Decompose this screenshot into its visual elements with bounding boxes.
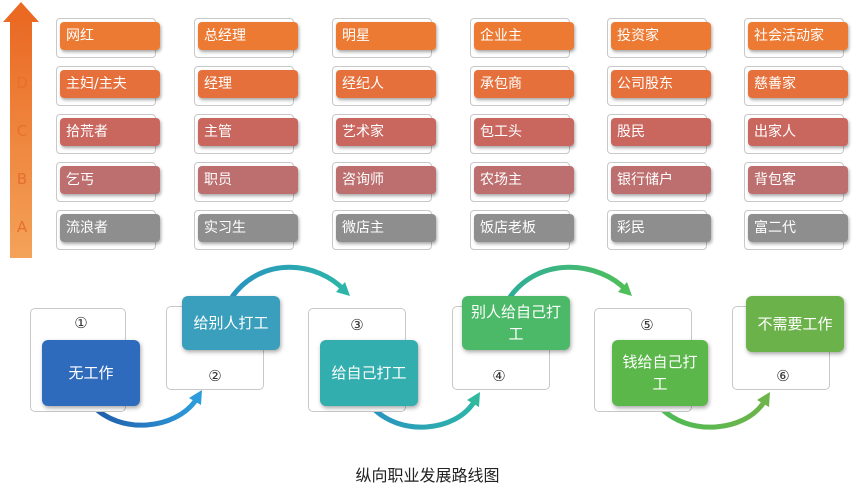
career-cell: 银行储户 bbox=[611, 166, 711, 194]
career-cell: 艺术家 bbox=[336, 118, 436, 146]
career-cell: 投资家 bbox=[611, 22, 711, 50]
flow-arc-5 bbox=[658, 400, 767, 430]
step-number: ① bbox=[74, 314, 88, 332]
step-number: ② bbox=[208, 367, 222, 385]
career-cell: 背包客 bbox=[748, 166, 848, 194]
level-axis-shaft bbox=[10, 20, 32, 258]
career-cell: 经纪人 bbox=[336, 70, 436, 98]
step-number: ⑥ bbox=[776, 367, 790, 385]
step-box: 无工作 bbox=[42, 340, 140, 406]
career-cell: 职员 bbox=[198, 166, 298, 194]
career-cell: 承包商 bbox=[474, 70, 574, 98]
diagram-caption: 纵向职业发展路线图 bbox=[355, 466, 500, 485]
step-box: 给别人打工 bbox=[182, 296, 280, 350]
step-number: ⑤ bbox=[640, 316, 654, 334]
career-cell: 拾荒者 bbox=[60, 118, 160, 146]
career-cell: 股民 bbox=[611, 118, 711, 146]
career-cell: 流浪者 bbox=[60, 214, 160, 242]
level-axis-arrowhead bbox=[3, 2, 39, 22]
step-box: 不需要工作 bbox=[746, 296, 844, 352]
flow-arc-1 bbox=[90, 398, 199, 428]
career-cell: 网红 bbox=[60, 22, 160, 50]
career-cell: 明星 bbox=[336, 22, 436, 50]
step-box: 钱给自己打工 bbox=[612, 340, 708, 406]
career-cell: 微店主 bbox=[336, 214, 436, 242]
career-cell: 饭店老板 bbox=[474, 214, 574, 242]
career-cell: 慈善家 bbox=[748, 70, 848, 98]
flow-arrowhead-1 bbox=[189, 390, 202, 405]
level-label-a: A bbox=[16, 218, 28, 236]
career-cell: 乞丐 bbox=[60, 166, 160, 194]
career-cell: 经理 bbox=[198, 70, 298, 98]
flow-arc-2 bbox=[229, 264, 346, 299]
flow-arrowhead-3 bbox=[467, 392, 480, 407]
career-cell: 出家人 bbox=[748, 118, 848, 146]
step-box: 给自己打工 bbox=[320, 340, 418, 406]
career-cell: 包工头 bbox=[474, 118, 574, 146]
flow-arrowhead-2 bbox=[336, 282, 350, 296]
career-cell: 主管 bbox=[198, 118, 298, 146]
flow-arrowhead-5 bbox=[757, 392, 770, 407]
career-cell: 彩民 bbox=[611, 214, 711, 242]
career-cell: 农场主 bbox=[474, 166, 574, 194]
step-number: ④ bbox=[492, 367, 506, 385]
career-cell: 公司股东 bbox=[611, 70, 711, 98]
level-label-b: B bbox=[16, 170, 28, 188]
flow-arc-4 bbox=[507, 264, 628, 299]
flow-arrowhead-4 bbox=[618, 282, 632, 296]
career-cell: 主妇/主夫 bbox=[60, 70, 160, 98]
level-label-d: D bbox=[16, 74, 28, 92]
career-cell: 实习生 bbox=[198, 214, 298, 242]
step-box: 别人给自己打工 bbox=[462, 296, 570, 350]
career-cell: 总经理 bbox=[198, 22, 298, 50]
step-number: ③ bbox=[350, 316, 364, 334]
level-label-e: E bbox=[17, 26, 27, 44]
career-cell: 社会活动家 bbox=[748, 22, 848, 50]
level-label-c: C bbox=[16, 122, 28, 140]
career-cell: 富二代 bbox=[748, 214, 848, 242]
career-cell: 企业主 bbox=[474, 22, 574, 50]
career-cell: 咨询师 bbox=[336, 166, 436, 194]
flow-arc-3 bbox=[370, 400, 477, 430]
